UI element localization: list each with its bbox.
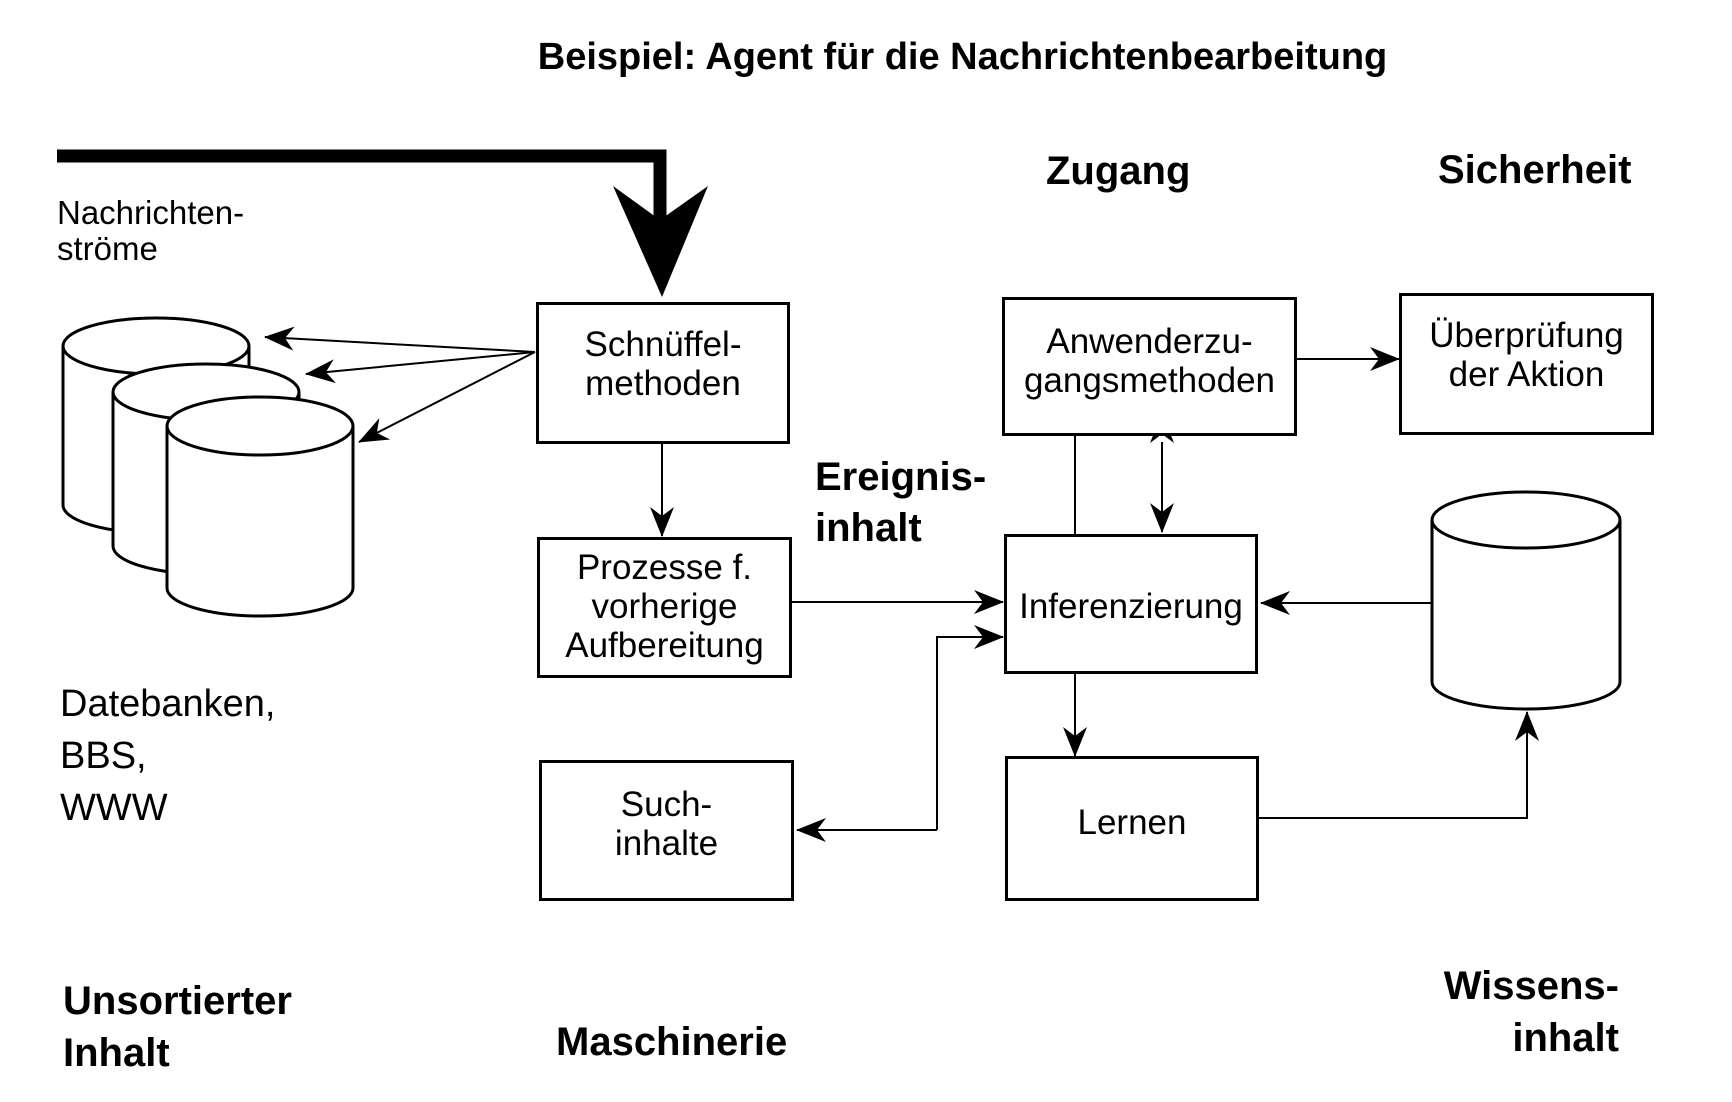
box-learning[interactable]: Lernen <box>1005 756 1259 901</box>
arrow-learning-to-knowledge <box>1258 711 1539 819</box>
arrow-to-database-3 <box>358 351 536 443</box>
label-machinery: Maschinerie <box>556 1020 788 1064</box>
arrow-to-database-1 <box>264 326 536 353</box>
box-action-check[interactable]: Überprüfung der Aktion <box>1399 293 1654 435</box>
label-knowledge-content: Wissens- inhalt <box>1443 964 1619 1060</box>
label-message-streams: Nachrichten- ströme <box>57 194 245 267</box>
box-user-access-methods[interactable]: Anwenderzu- gangsmethoden <box>1002 297 1297 436</box>
arrow-loop-to-inference <box>936 625 1004 830</box>
box-preprocessing[interactable]: Prozesse f. vorherige Aufbereitung <box>537 537 792 678</box>
page-title: Beispiel: Agent für die Nachrichtenbearb… <box>537 36 1388 78</box>
box-sniffing-methods[interactable]: Schnüffel- methoden <box>536 302 790 444</box>
label-event-content: Ereignis- inhalt <box>815 455 987 550</box>
sniffing-to-databases-arrows <box>264 326 536 443</box>
arrow-to-database-2 <box>305 351 536 384</box>
box-search-content[interactable]: Such- inhalte <box>539 760 794 901</box>
label-unsorted-content: Unsortierter Inhalt <box>63 979 292 1075</box>
label-databases: Datebanken, BBS, WWW <box>60 683 276 829</box>
database-3 <box>165 395 355 618</box>
label-security: Sicherheit <box>1438 148 1632 192</box>
database-stack-icon <box>61 316 355 618</box>
label-access: Zugang <box>1046 149 1191 193</box>
database-icon <box>1430 490 1622 711</box>
box-inference[interactable]: Inferenzierung <box>1004 534 1258 674</box>
message-stream-arrow <box>57 149 708 297</box>
